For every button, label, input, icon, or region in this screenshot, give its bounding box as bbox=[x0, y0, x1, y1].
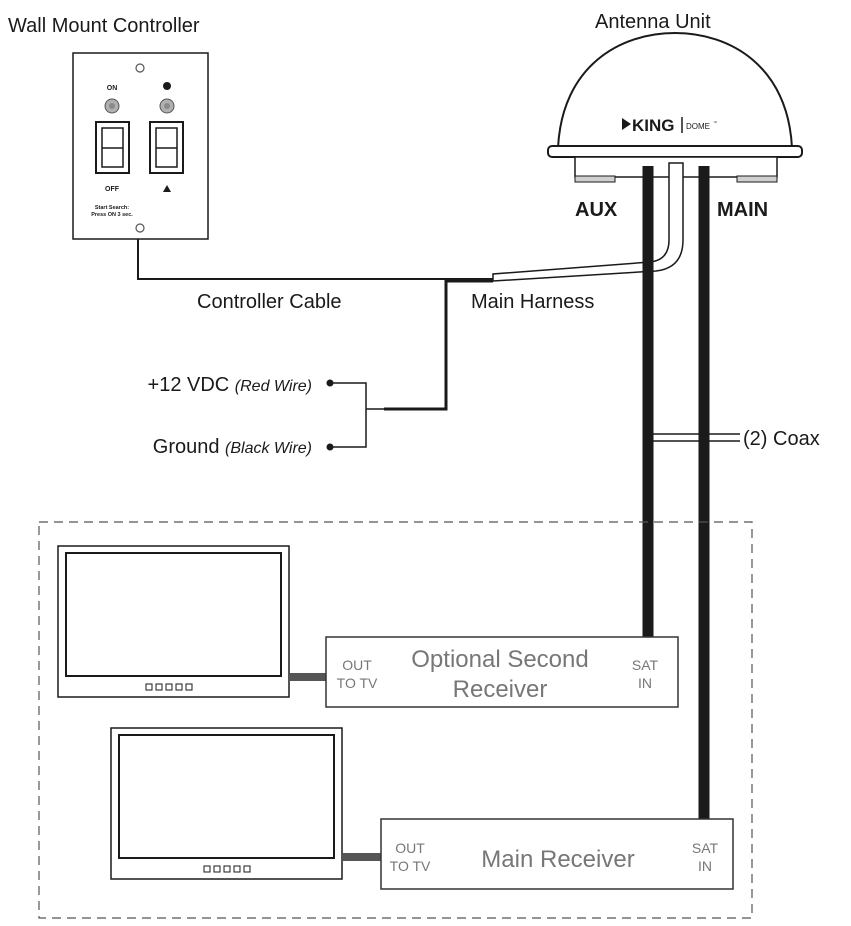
king-brand: KING bbox=[632, 116, 675, 135]
tv-2-button[interactable] bbox=[233, 865, 241, 873]
controller-off-label: OFF bbox=[105, 186, 120, 193]
tv-1-button[interactable] bbox=[145, 683, 153, 691]
controller-on-label: ON bbox=[107, 85, 118, 92]
main-harness-cable bbox=[492, 162, 684, 282]
second-out-label: OUT bbox=[342, 657, 372, 673]
wall-mount-controller: ON OFF Start Search: Press ON 3 sec. bbox=[72, 52, 209, 240]
tv-2-button[interactable] bbox=[243, 865, 251, 873]
second-receiver-box bbox=[325, 636, 679, 708]
tv-2-button[interactable] bbox=[223, 865, 231, 873]
coax-label: (2) Coax bbox=[743, 428, 820, 450]
wall-mount-controller-title: Wall Mount Controller bbox=[8, 15, 200, 37]
main-harness-label: Main Harness bbox=[471, 291, 594, 313]
second-receiver-title-2: Receiver bbox=[453, 676, 548, 703]
second-receiver-title-1: Optional Second bbox=[411, 646, 588, 673]
second-to-tv-label: TO TV bbox=[337, 675, 378, 691]
bottom-screw-icon bbox=[135, 223, 145, 233]
main-receiver-title: Main Receiver bbox=[481, 846, 634, 873]
tv-1 bbox=[57, 545, 290, 698]
dome-model: DOME bbox=[686, 122, 710, 131]
second-in-label: IN bbox=[638, 675, 652, 691]
dot-icon bbox=[163, 82, 171, 90]
power-cable bbox=[384, 279, 493, 411]
tv-1-button[interactable] bbox=[155, 683, 163, 691]
main-receiver-box bbox=[380, 818, 734, 890]
red-wire-terminal-icon bbox=[326, 379, 334, 387]
right-foot bbox=[736, 175, 778, 183]
tv-2-button[interactable] bbox=[203, 865, 211, 873]
start-search-label: Start Search: bbox=[95, 205, 129, 211]
tv-2-button[interactable] bbox=[213, 865, 221, 873]
left-foot bbox=[574, 175, 616, 183]
main-sat-label: SAT bbox=[692, 840, 719, 856]
top-screw-icon bbox=[135, 63, 145, 73]
tv-1-screen bbox=[65, 552, 282, 677]
trademark: ™ bbox=[713, 120, 717, 125]
king-logo-icon bbox=[622, 118, 631, 130]
antenna-unit-title: Antenna Unit bbox=[595, 11, 711, 33]
press-on-label: Press ON 3 sec. bbox=[91, 212, 133, 218]
tv-1-button[interactable] bbox=[185, 683, 193, 691]
second-sat-label: SAT bbox=[632, 657, 659, 673]
antenna-dome bbox=[556, 31, 794, 149]
tv-2-screen bbox=[118, 734, 335, 859]
main-to-tv-label: TO TV bbox=[390, 858, 431, 874]
controller-cable bbox=[137, 239, 493, 280]
black-wire-terminal-icon bbox=[326, 443, 334, 451]
tv-1-button[interactable] bbox=[175, 683, 183, 691]
vdc-label: +12 VDC (Red Wire) bbox=[148, 374, 312, 396]
tv-1-button[interactable] bbox=[165, 683, 173, 691]
main-in-label: IN bbox=[698, 858, 712, 874]
antenna-base-rim bbox=[547, 145, 803, 158]
controller-cable-label: Controller Cable bbox=[197, 291, 342, 313]
antenna-unit: KING DOME ™ bbox=[547, 31, 803, 183]
main-label: MAIN bbox=[717, 199, 768, 221]
tv-2 bbox=[110, 727, 343, 880]
optional-second-receiver: OUT TO TV Optional Second Receiver SAT I… bbox=[325, 636, 679, 708]
triangle-up-icon bbox=[163, 185, 171, 192]
power-fork bbox=[331, 382, 367, 448]
main-receiver: OUT TO TV Main Receiver SAT IN bbox=[380, 818, 734, 890]
aux-label: AUX bbox=[575, 199, 618, 221]
main-out-label: OUT bbox=[395, 840, 425, 856]
ground-label: Ground (Black Wire) bbox=[153, 436, 312, 458]
